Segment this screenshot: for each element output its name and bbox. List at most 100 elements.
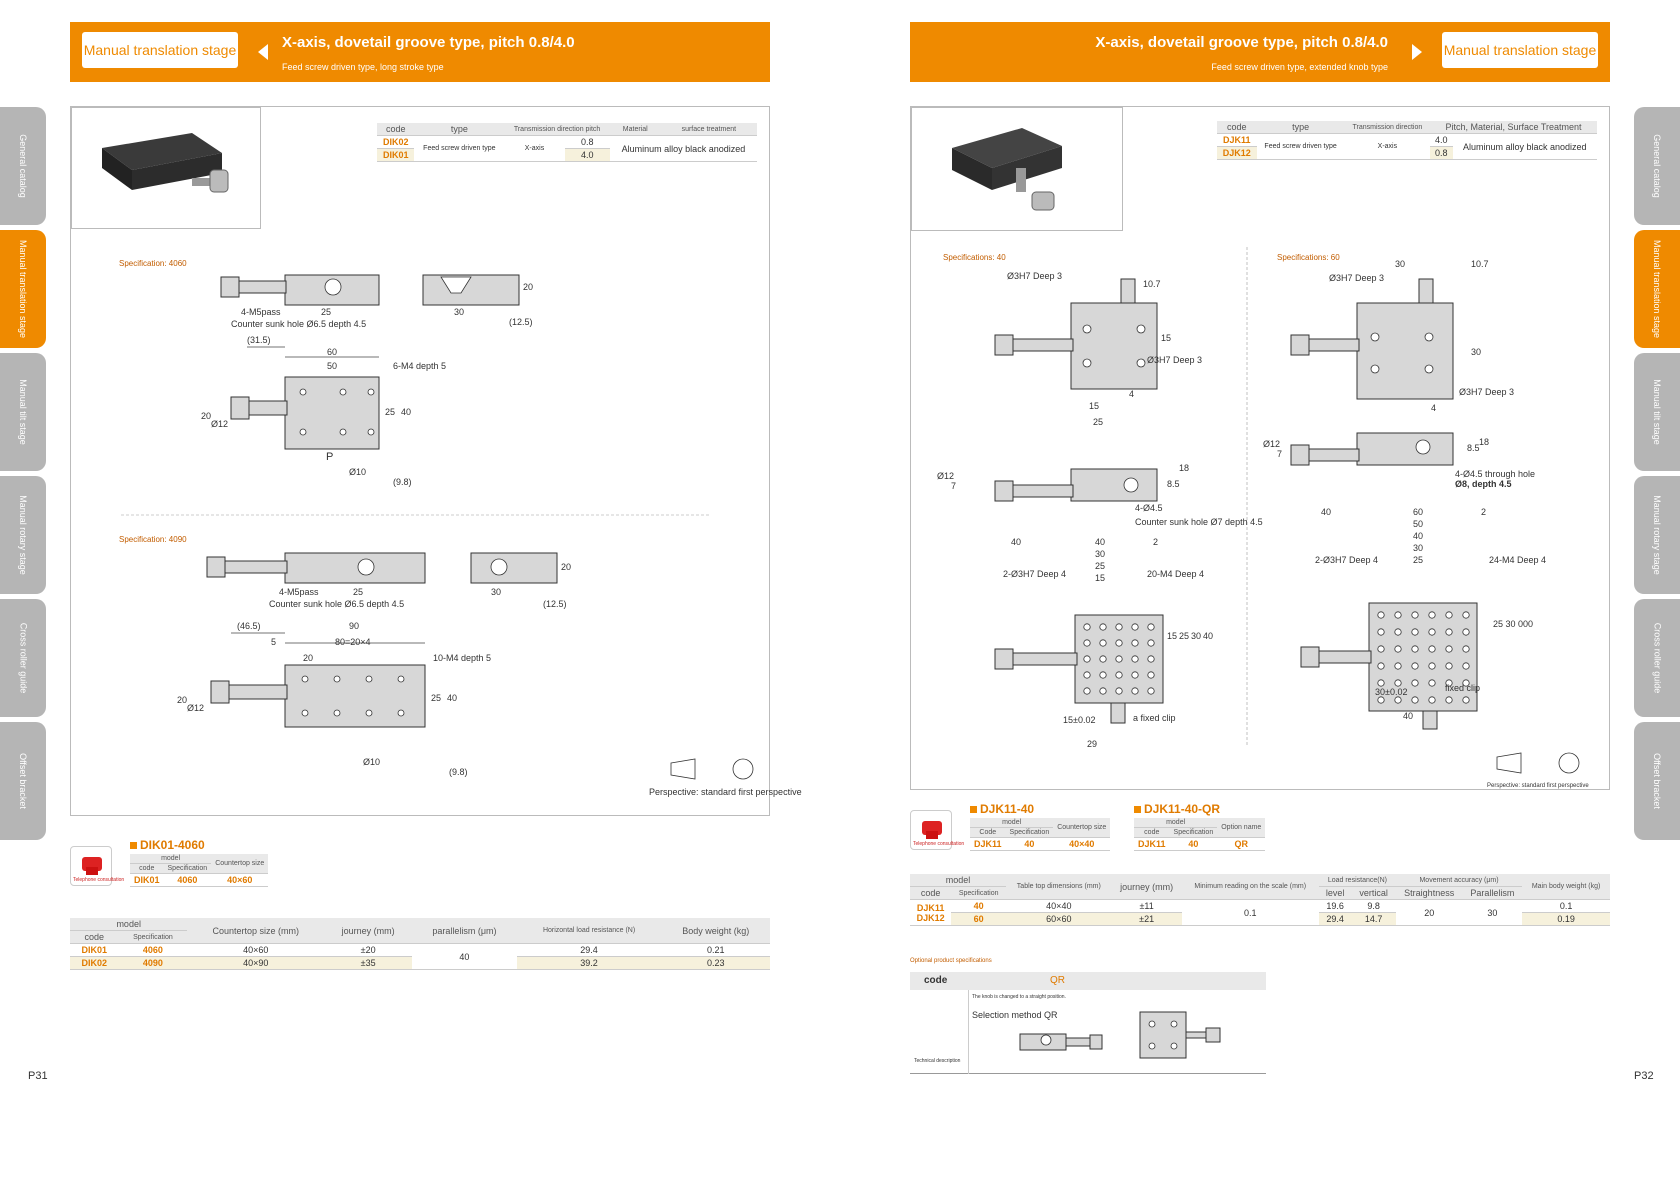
mounting-hole — [1099, 623, 1107, 631]
right-tab-rotary[interactable]: Manual rotary stage — [1634, 476, 1680, 594]
table-row[interactable]: DIK01 — [70, 943, 119, 957]
mounting-hole — [1099, 655, 1107, 663]
order-example-title: DJK11-40 — [970, 802, 1034, 816]
mounting-hole — [1147, 687, 1155, 695]
mounting-hole — [1445, 662, 1453, 670]
mounting-hole — [1131, 687, 1139, 695]
mounting-hole — [1428, 628, 1436, 636]
right-page: X-axis, dovetail groove type, pitch 0.8/… — [840, 0, 1680, 1189]
phone-icon[interactable]: Telephone consultation — [70, 846, 124, 886]
mounting-hole — [1115, 623, 1123, 631]
mounting-hole — [1377, 628, 1385, 636]
mounting-hole — [1131, 639, 1139, 647]
qr-drawing — [1019, 1011, 1221, 1059]
right-tab-translation[interactable]: Manual translation stage — [1634, 230, 1680, 348]
mounting-hole — [1394, 662, 1402, 670]
mounting-hole — [1377, 611, 1385, 619]
mounting-hole — [1428, 611, 1436, 619]
right-drawing-panel: code type Transmission direction Pitch, … — [910, 106, 1610, 790]
mounting-hole — [1083, 639, 1091, 647]
right-banner-subtitle: Feed screw driven type, extended knob ty… — [1211, 62, 1388, 72]
mounting-hole — [1115, 639, 1123, 647]
mounting-hole — [1411, 611, 1419, 619]
mounting-hole — [1428, 645, 1436, 653]
left-banner: Manual translation stage X-axis, dovetai… — [70, 22, 770, 82]
hole-pattern — [1083, 611, 1470, 704]
right-tab-bracket[interactable]: Offset bracket — [1634, 722, 1680, 840]
left-main-table: model Countertop size (mm) journey (mm) … — [70, 918, 770, 970]
perspective-note: Perspective: standard first perspective — [1487, 783, 1589, 789]
technical-drawing — [121, 274, 754, 780]
right-tab-general[interactable]: General catalog — [1634, 107, 1680, 225]
mounting-hole — [1394, 611, 1402, 619]
mounting-hole — [1115, 687, 1123, 695]
phone-icon[interactable]: Telephone consultation — [910, 810, 964, 850]
page-number: P31 — [28, 1070, 48, 1082]
mounting-hole — [1428, 696, 1436, 704]
mounting-hole — [1462, 645, 1470, 653]
left-tab-general[interactable]: General catalog — [0, 107, 46, 225]
table-row[interactable]: DIK02 — [377, 135, 415, 149]
mounting-hole — [1147, 671, 1155, 679]
mounting-hole — [1083, 623, 1091, 631]
mounting-hole — [1411, 645, 1419, 653]
mounting-hole — [1428, 679, 1436, 687]
right-tab-tilt[interactable]: Manual tilt stage — [1634, 353, 1680, 471]
technical-drawing — [994, 247, 1580, 774]
left-page: Manual translation stage X-axis, dovetai… — [0, 0, 840, 1189]
page-number: P32 — [1634, 1070, 1654, 1082]
left-product-photo — [71, 107, 261, 229]
order-example-title: DIK01-4060 — [130, 838, 205, 852]
left-category-tag[interactable]: Manual translation stage — [82, 32, 238, 68]
left-tab-translation[interactable]: Manual translation stage — [0, 230, 46, 348]
mounting-hole — [1462, 628, 1470, 636]
mounting-hole — [1131, 623, 1139, 631]
left-arrow-icon — [258, 44, 268, 60]
stage-photo-icon — [952, 128, 1062, 211]
mounting-hole — [1462, 662, 1470, 670]
left-spec-table: code type Transmission direction pitch M… — [377, 123, 757, 162]
mounting-hole — [1462, 611, 1470, 619]
spec-40-label: Specifications: 40 — [943, 253, 1006, 262]
mounting-hole — [1377, 662, 1385, 670]
mounting-hole — [1394, 628, 1402, 636]
mounting-hole — [1131, 671, 1139, 679]
order-example-qr-title: DJK11-40-QR — [1134, 802, 1220, 816]
table-row[interactable]: DIK02 — [70, 956, 119, 970]
mounting-hole — [1377, 679, 1385, 687]
right-product-photo — [911, 107, 1123, 231]
mounting-hole — [1462, 696, 1470, 704]
left-banner-subtitle: Feed screw driven type, long stroke type — [282, 62, 444, 72]
mounting-hole — [1411, 679, 1419, 687]
mounting-hole — [1083, 671, 1091, 679]
table-row[interactable]: DJK11 — [1217, 133, 1257, 147]
mounting-hole — [1394, 645, 1402, 653]
right-banner: X-axis, dovetail groove type, pitch 0.8/… — [910, 22, 1610, 82]
mounting-hole — [1083, 687, 1091, 695]
table-row[interactable]: DIK01 — [377, 148, 415, 162]
table-row[interactable]: DJK12 — [1217, 146, 1257, 160]
mounting-hole — [1131, 655, 1139, 663]
mounting-hole — [1445, 611, 1453, 619]
mounting-hole — [1394, 679, 1402, 687]
right-tab-cross-roller[interactable]: Cross roller guide — [1634, 599, 1680, 717]
mounting-hole — [1099, 671, 1107, 679]
left-tab-tilt[interactable]: Manual tilt stage — [0, 353, 46, 471]
left-tab-cross-roller[interactable]: Cross roller guide — [0, 599, 46, 717]
table-row[interactable]: DJK11 DJK12 — [910, 899, 952, 926]
options-label: Optional product specifications — [910, 958, 992, 964]
mounting-hole — [1147, 655, 1155, 663]
qr-header — [910, 972, 1266, 990]
mounting-hole — [1115, 655, 1123, 663]
right-category-tag[interactable]: Manual translation stage — [1442, 32, 1598, 68]
qr-option-box: code QR The knob is changed to a straigh… — [910, 972, 1266, 1074]
left-tab-bracket[interactable]: Offset bracket — [0, 722, 46, 840]
spec-4090-label: Specification: 4090 — [119, 535, 187, 544]
left-tab-rotary[interactable]: Manual rotary stage — [0, 476, 46, 594]
stage-photo-icon — [102, 133, 229, 193]
mounting-hole — [1428, 662, 1436, 670]
mounting-hole — [1411, 696, 1419, 704]
